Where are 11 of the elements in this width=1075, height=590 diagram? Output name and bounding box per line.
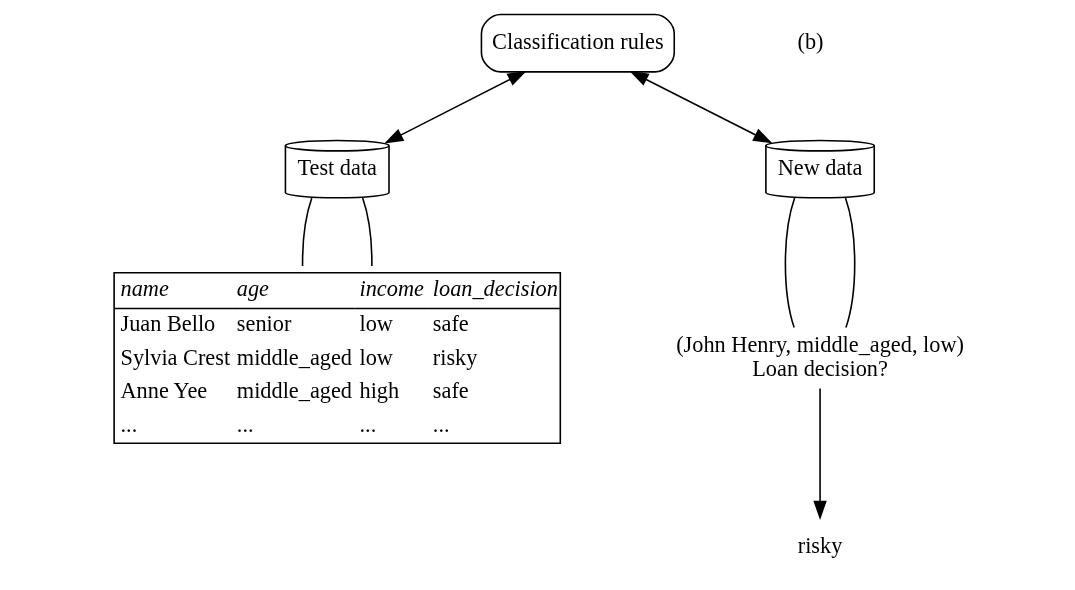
connector — [361, 197, 373, 267]
node-text: (John Henry, middle_aged, low) Loan decision? — [675, 331, 964, 381]
label: (b) — [796, 29, 823, 55]
arrow — [383, 70, 527, 144]
connector — [301, 197, 313, 267]
node-text: risky — [797, 532, 842, 558]
node-box: Classification rules — [480, 13, 675, 73]
connector — [844, 197, 855, 329]
arrow — [628, 70, 772, 144]
arrow — [812, 387, 827, 520]
connector — [784, 197, 795, 329]
